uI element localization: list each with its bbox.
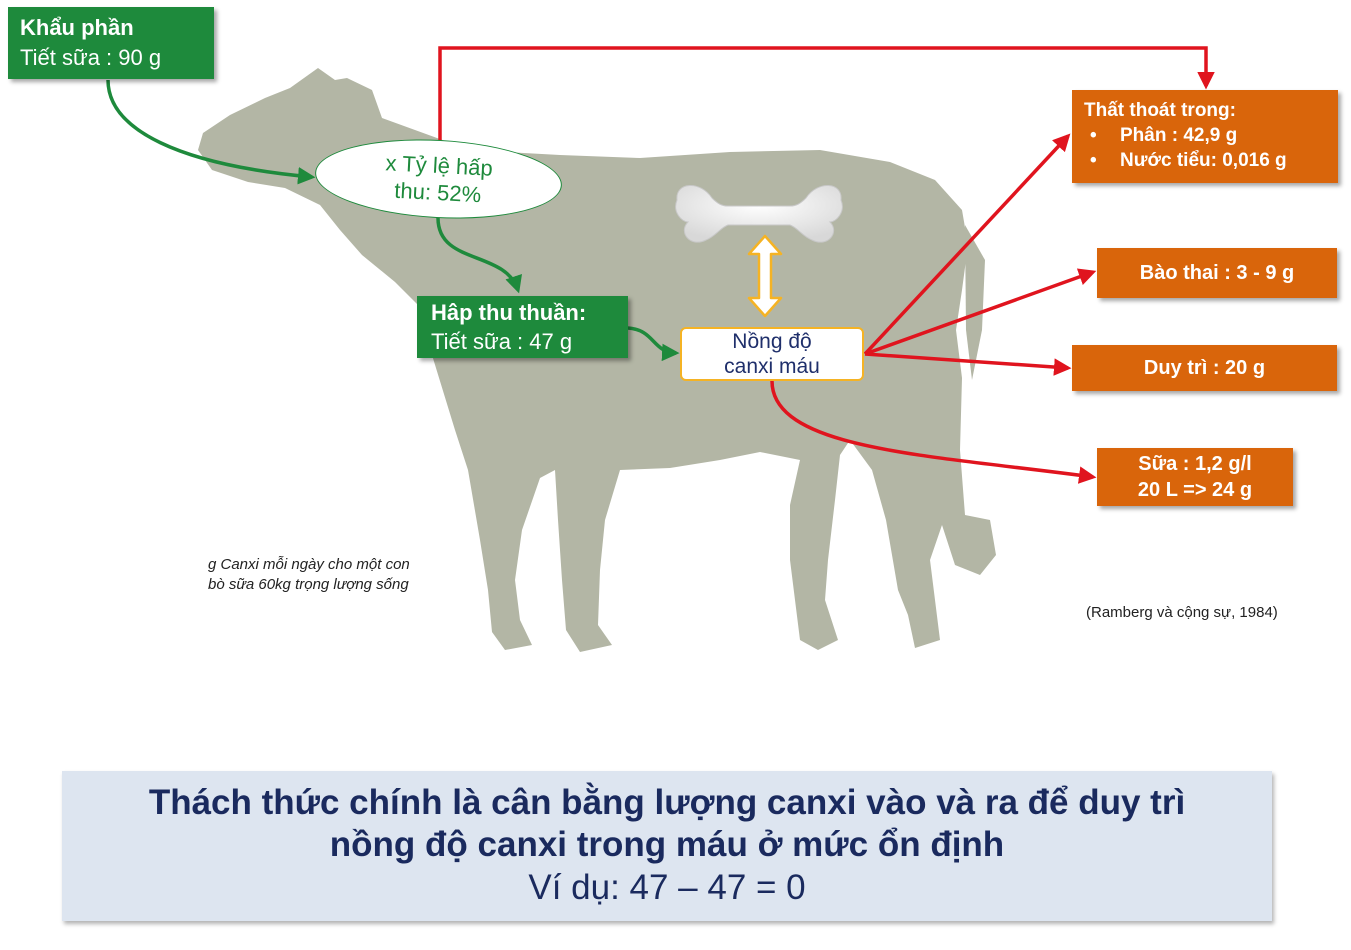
arrow-absorption-to-losses	[438, 46, 1215, 142]
absorption-line2: thu: 52%	[393, 177, 482, 208]
arrow-blood-to-fetus	[864, 268, 1097, 356]
fetus-box: Bào thai : 3 - 9 g	[1097, 248, 1337, 298]
intake-value: Tiết sữa : 90 g	[20, 45, 162, 70]
intake-box: Khẩu phần Tiết sữa : 90 g	[8, 7, 214, 79]
milk-line2: 20 L => 24 g	[1137, 479, 1253, 501]
arrow-intake-to-absorption	[106, 79, 316, 185]
blood-line2: canxi máu	[724, 355, 820, 378]
losses-title: Thất thoát trong:	[1084, 100, 1236, 121]
net-absorbed-box: Hâp thu thuần: Tiết sữa : 47 g	[417, 296, 628, 358]
summary-banner: Thách thức chính là cân bằng lượng canxi…	[62, 771, 1272, 921]
arrow-absorption-to-net	[436, 217, 522, 294]
losses-item-urine: Nước tiểu: 0,016 g	[1090, 148, 1326, 173]
reference-citation: (Ramberg và cộng sự, 1984)	[1086, 604, 1278, 621]
losses-box: Thất thoát trong: Phân : 42,9 g Nước tiể…	[1072, 90, 1338, 183]
net-absorbed-title: Hâp thu thuần:	[431, 300, 587, 325]
arrow-blood-to-milk	[770, 380, 1097, 484]
arrow-blood-to-maintenance	[864, 352, 1072, 376]
losses-list: Phân : 42,9 g Nước tiểu: 0,016 g	[1084, 123, 1326, 173]
blood-line1: Nồng độ	[732, 330, 812, 353]
intake-title: Khẩu phần	[20, 15, 134, 40]
losses-item-feces: Phân : 42,9 g	[1090, 123, 1326, 148]
banner-line1: Thách thức chính là cân bằng lượng canxi…	[148, 783, 1186, 822]
bone-icon	[675, 185, 843, 243]
banner-line2: nồng độ canxi trong máu ở mức ổn định	[329, 825, 1005, 864]
arrow-blood-to-losses	[863, 133, 1071, 356]
banner-line3: Ví dụ: 47 – 47 = 0	[528, 868, 806, 907]
arrow-net-to-blood	[627, 326, 680, 362]
blood-calcium-box: Nồng độ canxi máu	[680, 327, 864, 381]
footnote: g Canxi mỗi ngày cho một con bò sữa 60kg…	[208, 556, 410, 593]
maintenance-box: Duy trì : 20 g	[1072, 345, 1337, 391]
net-absorbed-value: Tiết sữa : 47 g	[431, 329, 573, 354]
double-arrow-icon	[747, 234, 783, 318]
milk-box: Sữa : 1,2 g/l 20 L => 24 g	[1097, 448, 1293, 506]
milk-line1: Sữa : 1,2 g/l	[1138, 453, 1252, 475]
